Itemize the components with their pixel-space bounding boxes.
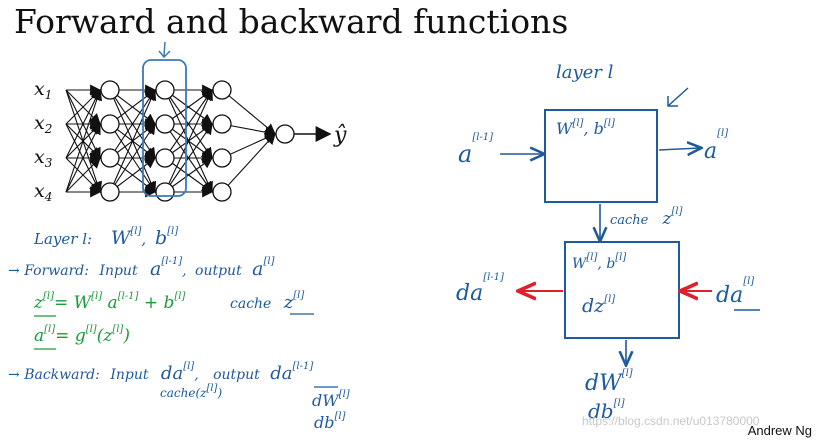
input-x3-label: x3: [34, 146, 53, 170]
hidden-node: [155, 148, 175, 168]
note-layer-def: Layer l: W[l], b[l]: [33, 226, 178, 249]
network-edge: [164, 123, 213, 193]
output-node: [275, 124, 295, 144]
output-yhat-label: ŷ: [333, 123, 347, 148]
right-db: db[l]: [588, 398, 625, 423]
network-nodes: [100, 80, 295, 202]
hidden-node: [100, 114, 120, 134]
network-edge: [109, 89, 156, 159]
input-x1-label: x1: [34, 78, 52, 102]
hidden-node: [155, 80, 175, 100]
da-out-label: da[l-1]: [456, 272, 504, 306]
note-db: db[l]: [314, 411, 346, 432]
input-labels: x1 x2 x3 x4: [34, 78, 53, 204]
network-edge: [109, 123, 156, 193]
bottom-box-dz: dz[l]: [582, 294, 615, 317]
network-edge: [109, 88, 157, 193]
note-eq-a: a[l]= g[l](z[l]): [34, 324, 130, 346]
right-layer-title: layer l: [556, 62, 614, 83]
layer-highlight-box: [142, 59, 187, 197]
a-in-label: a[l-1]: [458, 132, 493, 168]
network-edge: [65, 89, 101, 159]
note-forward: → Forward: Input a[l-1], output a[l]: [8, 256, 275, 280]
hidden-node: [212, 114, 232, 134]
bottom-box-params: W[l], b[l]: [572, 252, 626, 272]
a-out-label: a[l]: [704, 128, 728, 164]
hidden-node: [212, 182, 232, 202]
top-box-params: W[l], b[l]: [556, 118, 615, 138]
network-edge: [221, 133, 276, 193]
note-dw: dW[l]: [312, 389, 350, 410]
hidden-node: [100, 182, 120, 202]
network-edge: [164, 89, 213, 193]
author-credit: Andrew Ng: [747, 423, 812, 438]
watermark: https://blog.csdn.net/u013780000: [582, 414, 760, 428]
top-box-pointer: [667, 87, 689, 107]
network-edge: [164, 157, 213, 193]
network-edge: [164, 89, 213, 159]
hidden-node: [212, 80, 232, 100]
slide-title: Forward and backward functions: [14, 2, 569, 41]
note-eq-z: z[l]= W[l] a[l-1] + b[l]: [33, 284, 185, 313]
right-dw: dW[l]: [585, 368, 633, 396]
network-edge: [65, 123, 101, 193]
network-edge: [65, 157, 101, 193]
hidden-node: [155, 114, 175, 134]
hidden-node: [212, 148, 232, 168]
hidden-node: [100, 80, 120, 100]
note-cache: cache z[l]: [230, 290, 304, 313]
network-edge: [65, 88, 103, 193]
a-out-arrow: [658, 148, 700, 150]
right-cache-label: cache z[l]: [610, 206, 683, 229]
hidden-node: [155, 182, 175, 202]
note-cache-back: cache(z[l]): [160, 383, 222, 400]
da-in-label: da[l]: [716, 276, 754, 308]
input-x4-label: x4: [34, 180, 52, 204]
note-backward: → Backward: Input da[l], output da[l-1]: [8, 361, 313, 384]
layer-pointer-arrow: [158, 41, 171, 59]
network-edges: [65, 84, 277, 198]
input-x2-label: x2: [34, 112, 52, 136]
network-edge: [221, 89, 276, 135]
hidden-node: [100, 148, 120, 168]
